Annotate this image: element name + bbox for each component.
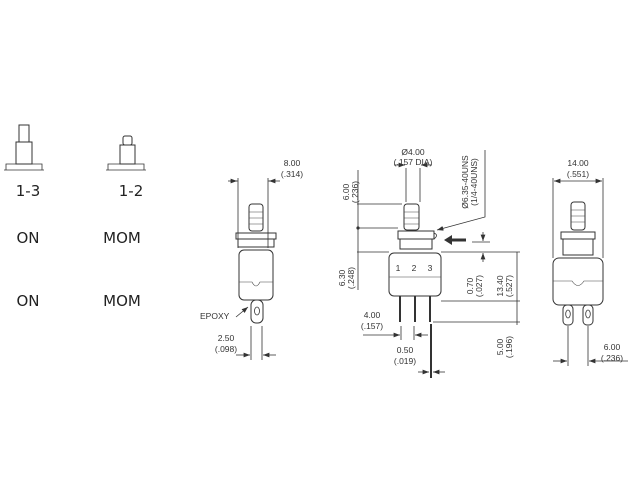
thread-mm: Ø6.35-40UNS <box>460 155 470 209</box>
body-height-mm: 13.40 <box>495 275 505 297</box>
pitch-mm: 4.00 <box>364 310 381 320</box>
side-tab-mm: 2.50 <box>218 333 235 343</box>
plunger-symbol-on <box>4 124 44 171</box>
plunger-dia-mm: Ø4.00 <box>401 147 424 157</box>
end-width-in: (.551) <box>567 169 589 179</box>
thread-in: (1/4-40UNS) <box>469 158 479 206</box>
front-view: 1 2 3 Ø4.00 (.157 DIA) 6.00 (.236) 6.30 … <box>337 147 520 378</box>
side-width-mm: 8.00 <box>284 158 301 168</box>
side-tab-in: (.098) <box>215 344 237 354</box>
state-on-2: ON <box>16 292 39 310</box>
body-height-in: (.527) <box>504 275 514 297</box>
state-mom-2: MOM <box>103 292 141 310</box>
pitch-in: (.157) <box>361 321 383 331</box>
plunger-height-in: (.236) <box>350 181 360 203</box>
side-view: 8.00 (.314) EPOXY 2.50 (.098) <box>200 158 303 360</box>
plunger-height-mm: 6.00 <box>341 183 351 200</box>
gap-mm: 0.70 <box>465 277 475 294</box>
state-on-1: ON <box>16 229 39 247</box>
pin-width-in: (.019) <box>394 356 416 366</box>
end-view: 14.00 (.551) 6.00 (.236) <box>552 158 628 366</box>
end-tab-mm: 6.00 <box>604 342 621 352</box>
circuit-label-1-3: 1-3 <box>16 182 41 200</box>
pin-length-mm: 5.00 <box>495 338 505 355</box>
pin-width-mm: 0.50 <box>397 345 414 355</box>
end-tab-in: (.236) <box>601 353 623 363</box>
epoxy-label: EPOXY <box>200 311 230 321</box>
bushing-height-in: (.248) <box>346 267 356 289</box>
state-mom-1: MOM <box>103 229 141 247</box>
side-width-in: (.314) <box>281 169 303 179</box>
terminal-1: 1 <box>396 263 401 273</box>
circuit-label-1-2: 1-2 <box>119 182 144 200</box>
gap-in: (.027) <box>474 275 484 297</box>
bushing-height-mm: 6.30 <box>337 269 347 286</box>
plunger-symbol-mom <box>106 135 146 171</box>
plunger-dia-in: (.157 DIA) <box>394 157 433 167</box>
terminal-3: 3 <box>428 263 433 273</box>
terminal-2: 2 <box>412 263 417 273</box>
end-width-mm: 14.00 <box>567 158 589 168</box>
pin-length-in: (.196) <box>504 336 514 358</box>
